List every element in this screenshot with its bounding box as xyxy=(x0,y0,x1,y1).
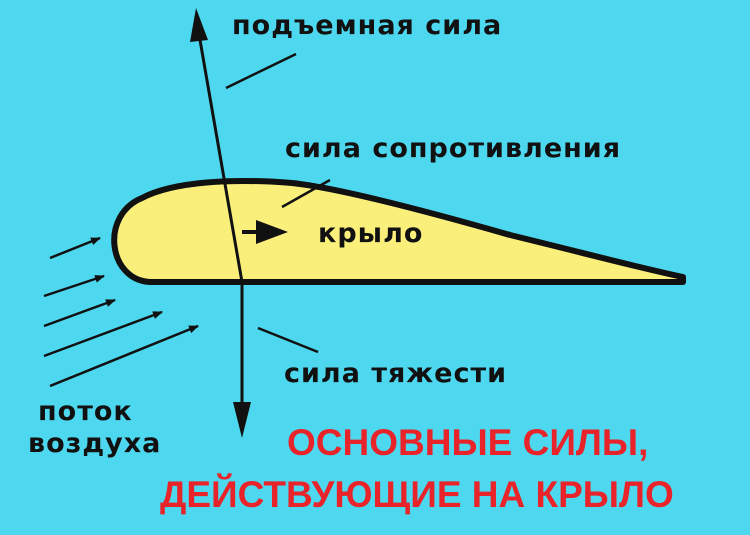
lift-force-arrowhead xyxy=(190,8,208,42)
wing-label: крыло xyxy=(318,218,424,249)
airflow-arrow-4 xyxy=(43,310,163,358)
lift-label: подъемная сила xyxy=(232,10,503,41)
gravity-force-arrowhead xyxy=(233,402,251,438)
drag-force-arrowhead xyxy=(256,220,288,244)
gravity-label: сила тяжести xyxy=(284,358,508,389)
airflow-arrow-2 xyxy=(43,274,105,298)
lift-force-line xyxy=(198,39,244,283)
airflow-arrows xyxy=(43,236,199,388)
airflow-label-line2: воздуха xyxy=(28,428,162,459)
airflow-arrow-3 xyxy=(43,298,116,328)
airflow-label-line1: поток xyxy=(38,396,133,427)
drag-label: сила сопротивления xyxy=(285,133,622,164)
airflow-arrow-1 xyxy=(49,236,101,260)
wing-shape xyxy=(111,178,686,285)
caption-line-2: ДЕЙСТВУЮЩИЕ НА КРЫЛО xyxy=(160,474,674,515)
drag-leader-line xyxy=(281,178,331,209)
lift-leader-line xyxy=(225,52,297,90)
gravity-leader-line xyxy=(257,326,319,354)
caption-line-1: ОСНОВНЫЕ СИЛЫ, xyxy=(287,422,649,463)
airflow-arrow-5 xyxy=(49,324,199,388)
